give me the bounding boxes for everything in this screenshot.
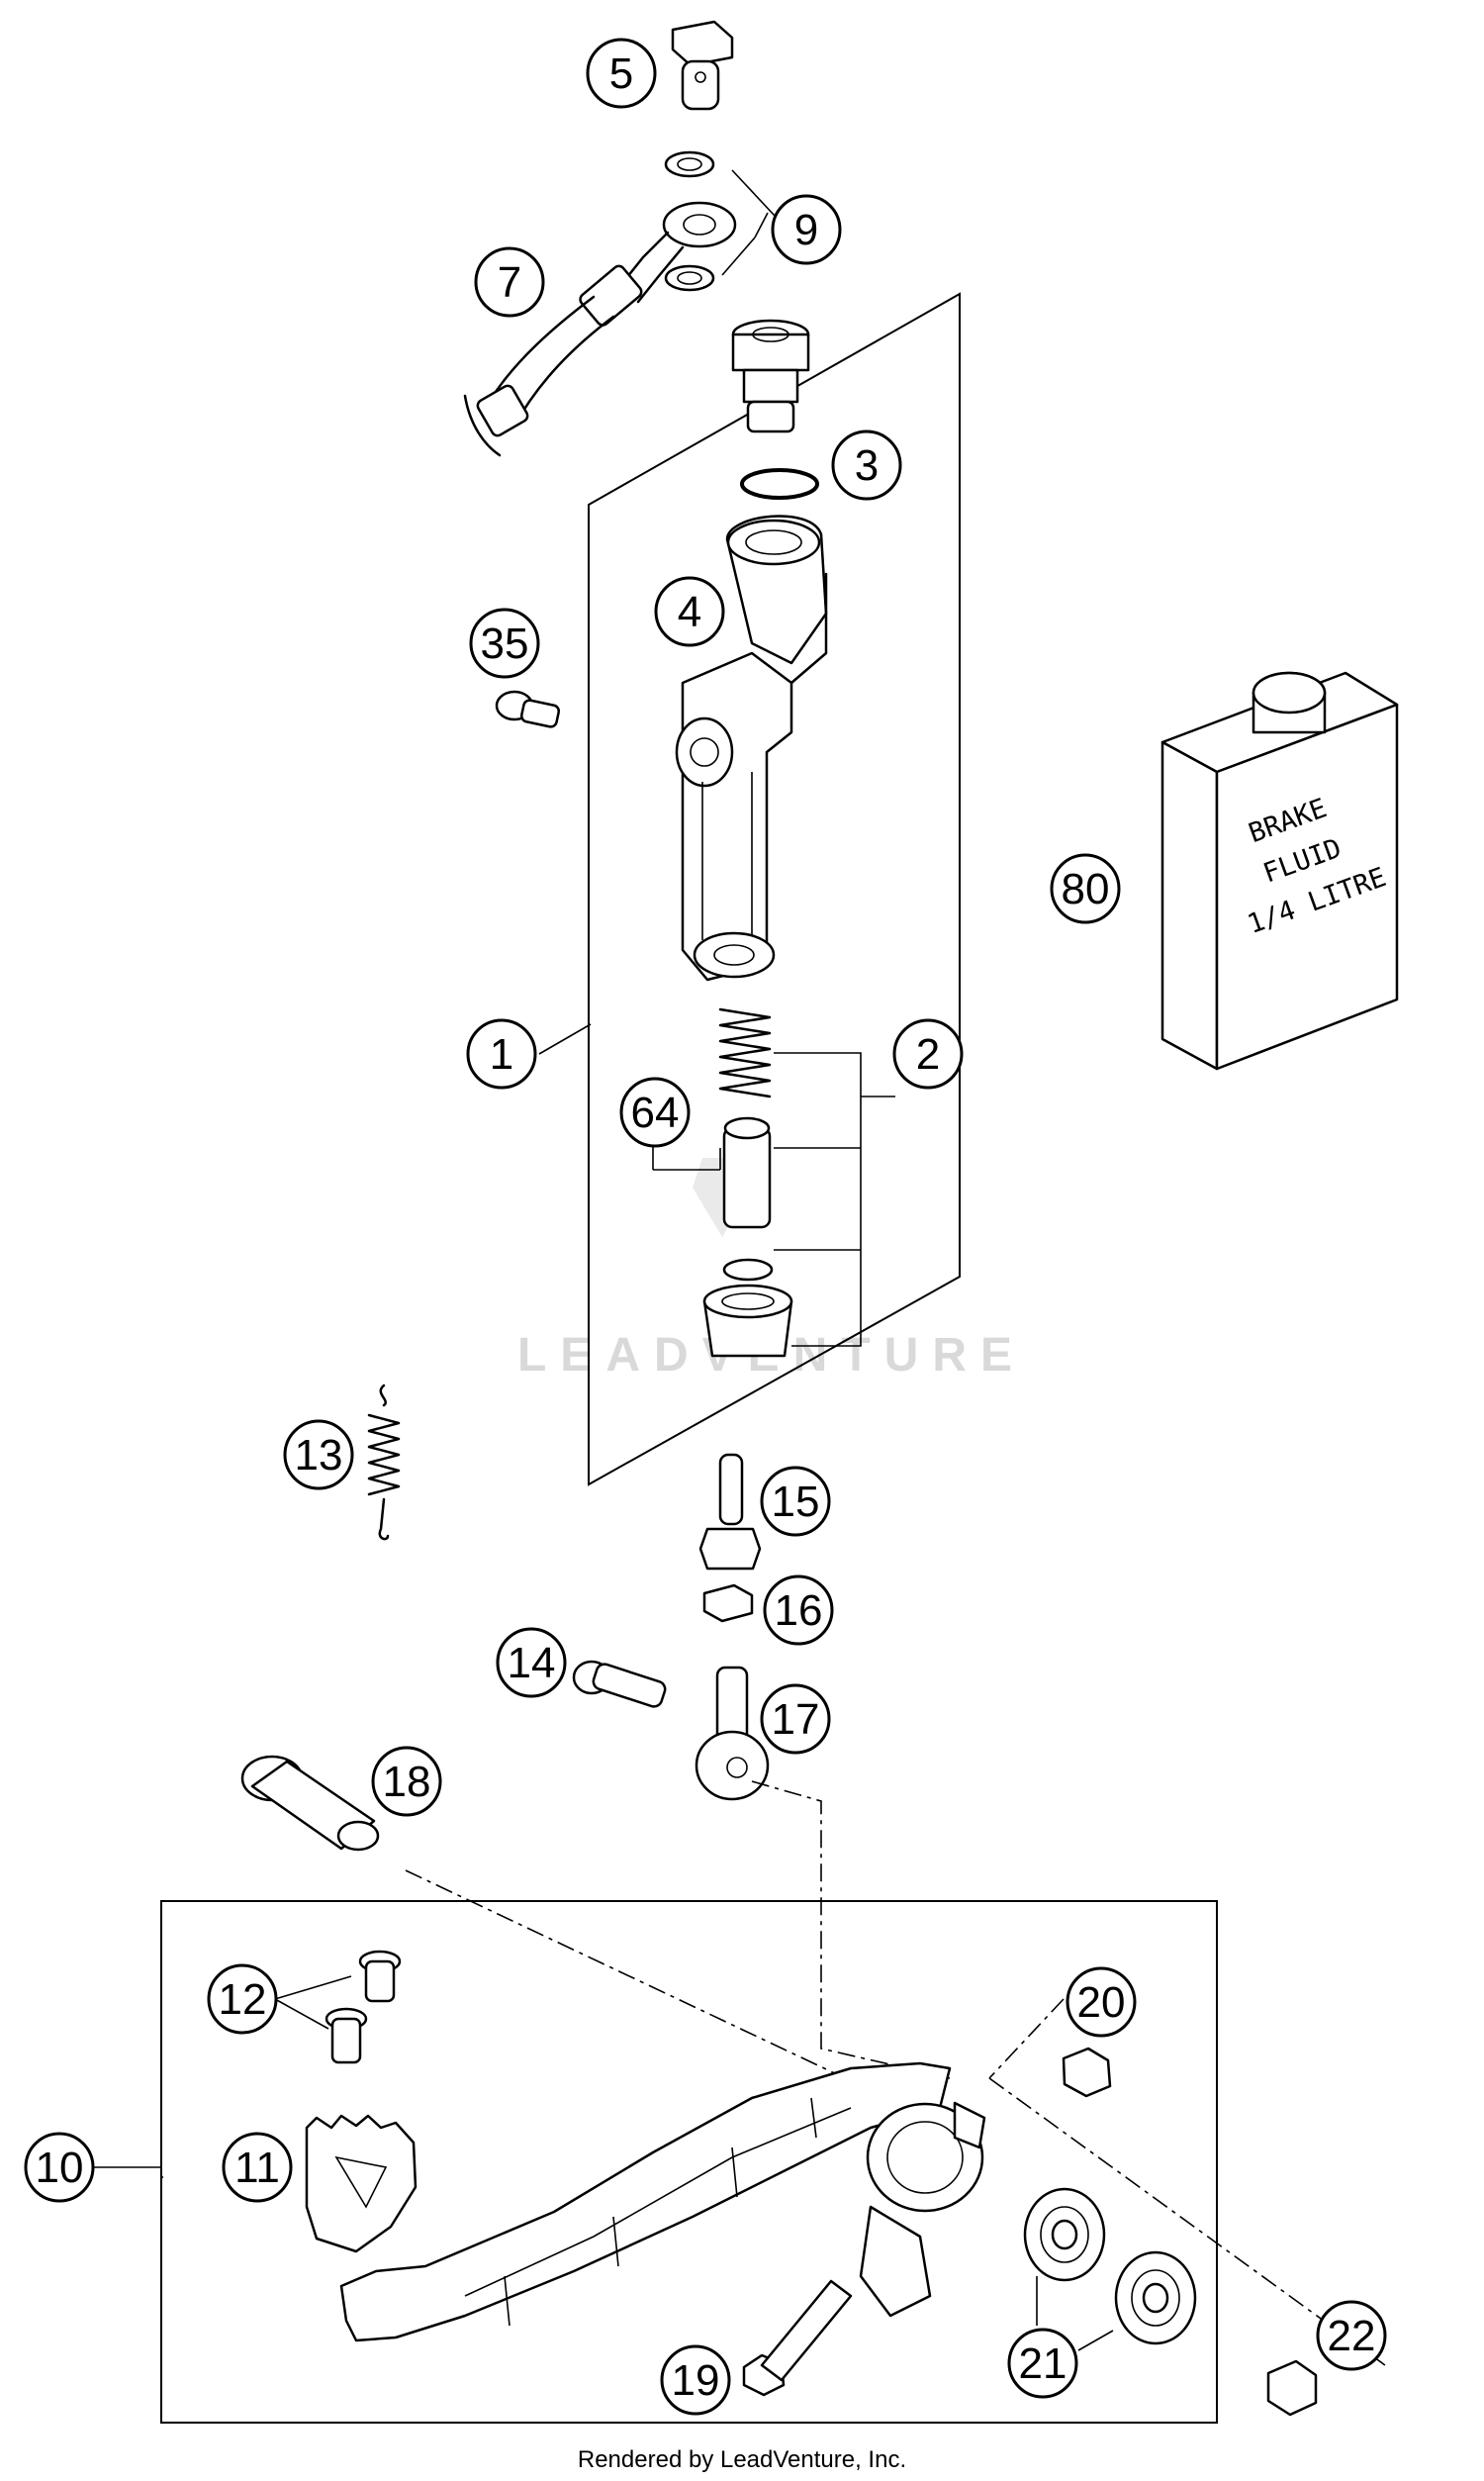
piston-kit-part [702, 1007, 793, 1358]
callout-15: 15 [760, 1466, 831, 1537]
callout-11: 11 [222, 2132, 293, 2203]
svg-text:9: 9 [794, 206, 818, 254]
clevis-part [695, 1666, 770, 1801]
callout-80: 80 [1050, 853, 1121, 924]
callout-22: 22 [1316, 2300, 1387, 2371]
push-rod-part [698, 1453, 762, 1571]
brake-hose-part [463, 201, 737, 457]
svg-text:15: 15 [772, 1478, 820, 1526]
assembly-line-bearings [988, 1998, 1386, 2366]
callout-21: 21 [1007, 2328, 1078, 2399]
callout-35: 35 [469, 608, 540, 679]
pivot-bolt-part [240, 1755, 380, 1852]
callout-18: 18 [371, 1746, 442, 1817]
svg-text:17: 17 [772, 1695, 820, 1744]
master-cylinder-group-box [588, 292, 961, 1486]
sealing-washer-parts [664, 150, 715, 292]
brake-lever-part [339, 2061, 986, 2342]
svg-text:4: 4 [678, 588, 701, 636]
svg-text:10: 10 [36, 2144, 84, 2192]
callout-leader-12 [274, 1975, 352, 2030]
bolt-35-part [495, 690, 561, 728]
svg-text:11: 11 [234, 2144, 280, 2192]
svg-text:12: 12 [219, 1975, 267, 2024]
footer-credit: Rendered by LeadVenture, Inc. [577, 2446, 907, 2473]
callout-14: 14 [496, 1627, 567, 1698]
callout-10: 10 [24, 2132, 95, 2203]
svg-text:21: 21 [1019, 2339, 1067, 2388]
o-ring-part [740, 468, 819, 500]
svg-text:16: 16 [775, 1586, 823, 1635]
callout-5: 5 [586, 38, 657, 109]
callout-7: 7 [474, 246, 545, 318]
svg-text:1: 1 [490, 1030, 513, 1079]
brake-fluid-bottle-part: BRAKE FLUID 1/4 LITRE [1160, 671, 1399, 1071]
callout-leaders [161, 169, 776, 2178]
svg-text:35: 35 [481, 620, 529, 668]
callout-13: 13 [283, 1419, 354, 1490]
svg-text:14: 14 [508, 1639, 556, 1687]
callout-4: 4 [654, 576, 725, 647]
nut-16-part [702, 1583, 754, 1623]
callout-2: 2 [892, 1018, 964, 1090]
svg-text:20: 20 [1077, 1978, 1126, 2027]
callout-64: 64 [619, 1077, 691, 1148]
callout-16: 16 [763, 1574, 834, 1646]
nut-20-part [1062, 2047, 1112, 2098]
svg-text:13: 13 [295, 1431, 343, 1479]
brake-lever-group-box [160, 1900, 1218, 2424]
svg-text:18: 18 [383, 1758, 431, 1806]
callout-19: 19 [660, 2344, 731, 2416]
screw-12-part [325, 1950, 402, 2064]
master-cylinder-body-part [675, 515, 828, 982]
assembly-line-clevis [751, 1780, 951, 2079]
callout-20: 20 [1066, 1966, 1137, 2038]
callout-3: 3 [831, 429, 902, 501]
bolt-14-part [572, 1660, 667, 1708]
callout-12: 12 [207, 1963, 278, 2035]
callout-leader-21 [1036, 2276, 1114, 2351]
svg-text:22: 22 [1328, 2312, 1376, 2360]
banjo-bolt-part [671, 20, 734, 111]
bolt-19-part [742, 2279, 853, 2397]
callout-9: 9 [771, 194, 842, 265]
return-spring-part [367, 1384, 401, 1541]
svg-text:5: 5 [609, 49, 633, 98]
svg-text:80: 80 [1062, 865, 1110, 913]
svg-text:64: 64 [631, 1089, 680, 1137]
callout-17: 17 [760, 1683, 831, 1755]
nut-22-part [1266, 2359, 1318, 2417]
callout-1: 1 [466, 1018, 537, 1090]
brake-step-plate-part [305, 2114, 417, 2253]
svg-text:3: 3 [855, 441, 879, 490]
svg-text:19: 19 [672, 2356, 720, 2405]
bearing-21-part [1023, 2187, 1197, 2345]
reservoir-fitting-part [731, 319, 810, 433]
svg-text:7: 7 [498, 258, 521, 307]
svg-text:2: 2 [916, 1030, 940, 1079]
piston-kit-bracket [774, 1052, 862, 1347]
